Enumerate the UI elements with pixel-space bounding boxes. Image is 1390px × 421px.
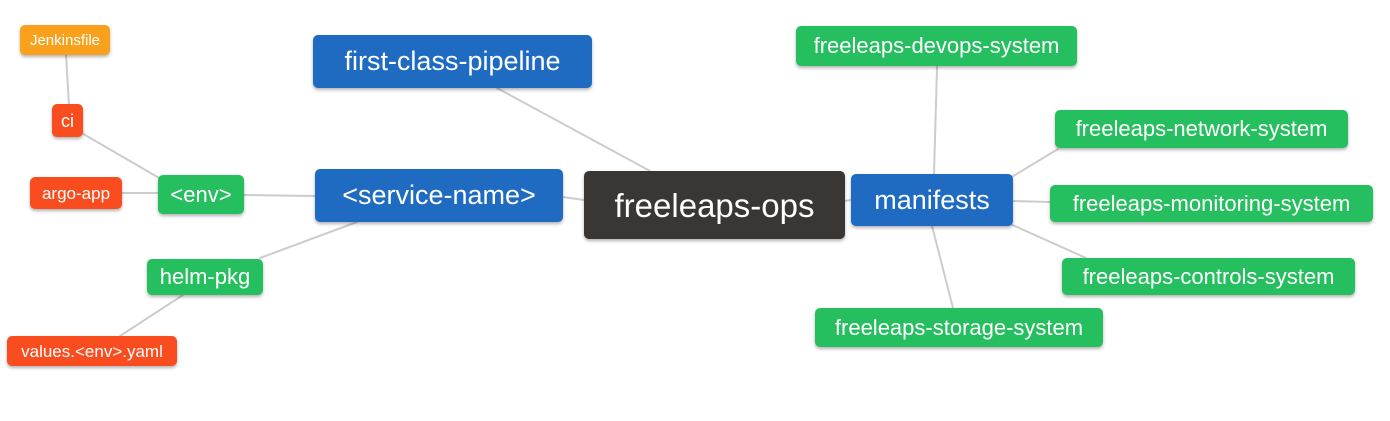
node-jenkinsfile[interactable]: Jenkinsfile — [20, 25, 110, 55]
node-freeleaps-devops-system[interactable]: freeleaps-devops-system — [796, 26, 1077, 66]
edge-manifests-to-freeleaps-controls-system — [1007, 222, 1087, 259]
edge-manifests-to-freeleaps-storage-system — [931, 225, 954, 309]
edge-helm-pkg-to-values-env-yaml — [119, 294, 184, 337]
node-freeleaps-ops[interactable]: freeleaps-ops — [584, 171, 845, 239]
node-service-name[interactable]: <service-name> — [315, 169, 563, 222]
edge-service-name-to-freeleaps-ops — [562, 196, 585, 201]
edge-ci-to-env — [79, 131, 167, 183]
node-values-env-yaml[interactable]: values.<env>.yaml — [7, 336, 177, 366]
edge-jenkinsfile-to-ci — [65, 54, 70, 106]
edge-manifests-to-freeleaps-devops-system — [933, 66, 938, 175]
node-argo-app[interactable]: argo-app — [30, 177, 122, 209]
edge-first-class-pipeline-to-freeleaps-ops — [496, 87, 651, 172]
edge-freeleaps-ops-to-manifests — [844, 199, 852, 202]
edge-manifests-to-freeleaps-monitoring-system — [1012, 200, 1051, 203]
node-freeleaps-storage-system[interactable]: freeleaps-storage-system — [815, 308, 1103, 347]
edge-manifests-to-freeleaps-network-system — [1009, 148, 1059, 179]
node-env[interactable]: <env> — [158, 175, 244, 214]
edge-env-to-service-name — [243, 194, 316, 197]
node-manifests[interactable]: manifests — [851, 174, 1013, 226]
node-helm-pkg[interactable]: helm-pkg — [147, 259, 263, 295]
node-ci[interactable]: ci — [52, 104, 83, 137]
node-freeleaps-network-system[interactable]: freeleaps-network-system — [1055, 110, 1348, 148]
edge-service-name-to-helm-pkg — [259, 221, 358, 259]
node-freeleaps-controls-system[interactable]: freeleaps-controls-system — [1062, 258, 1355, 295]
node-freeleaps-monitoring-system[interactable]: freeleaps-monitoring-system — [1050, 185, 1373, 222]
node-first-class-pipeline[interactable]: first-class-pipeline — [313, 35, 592, 88]
